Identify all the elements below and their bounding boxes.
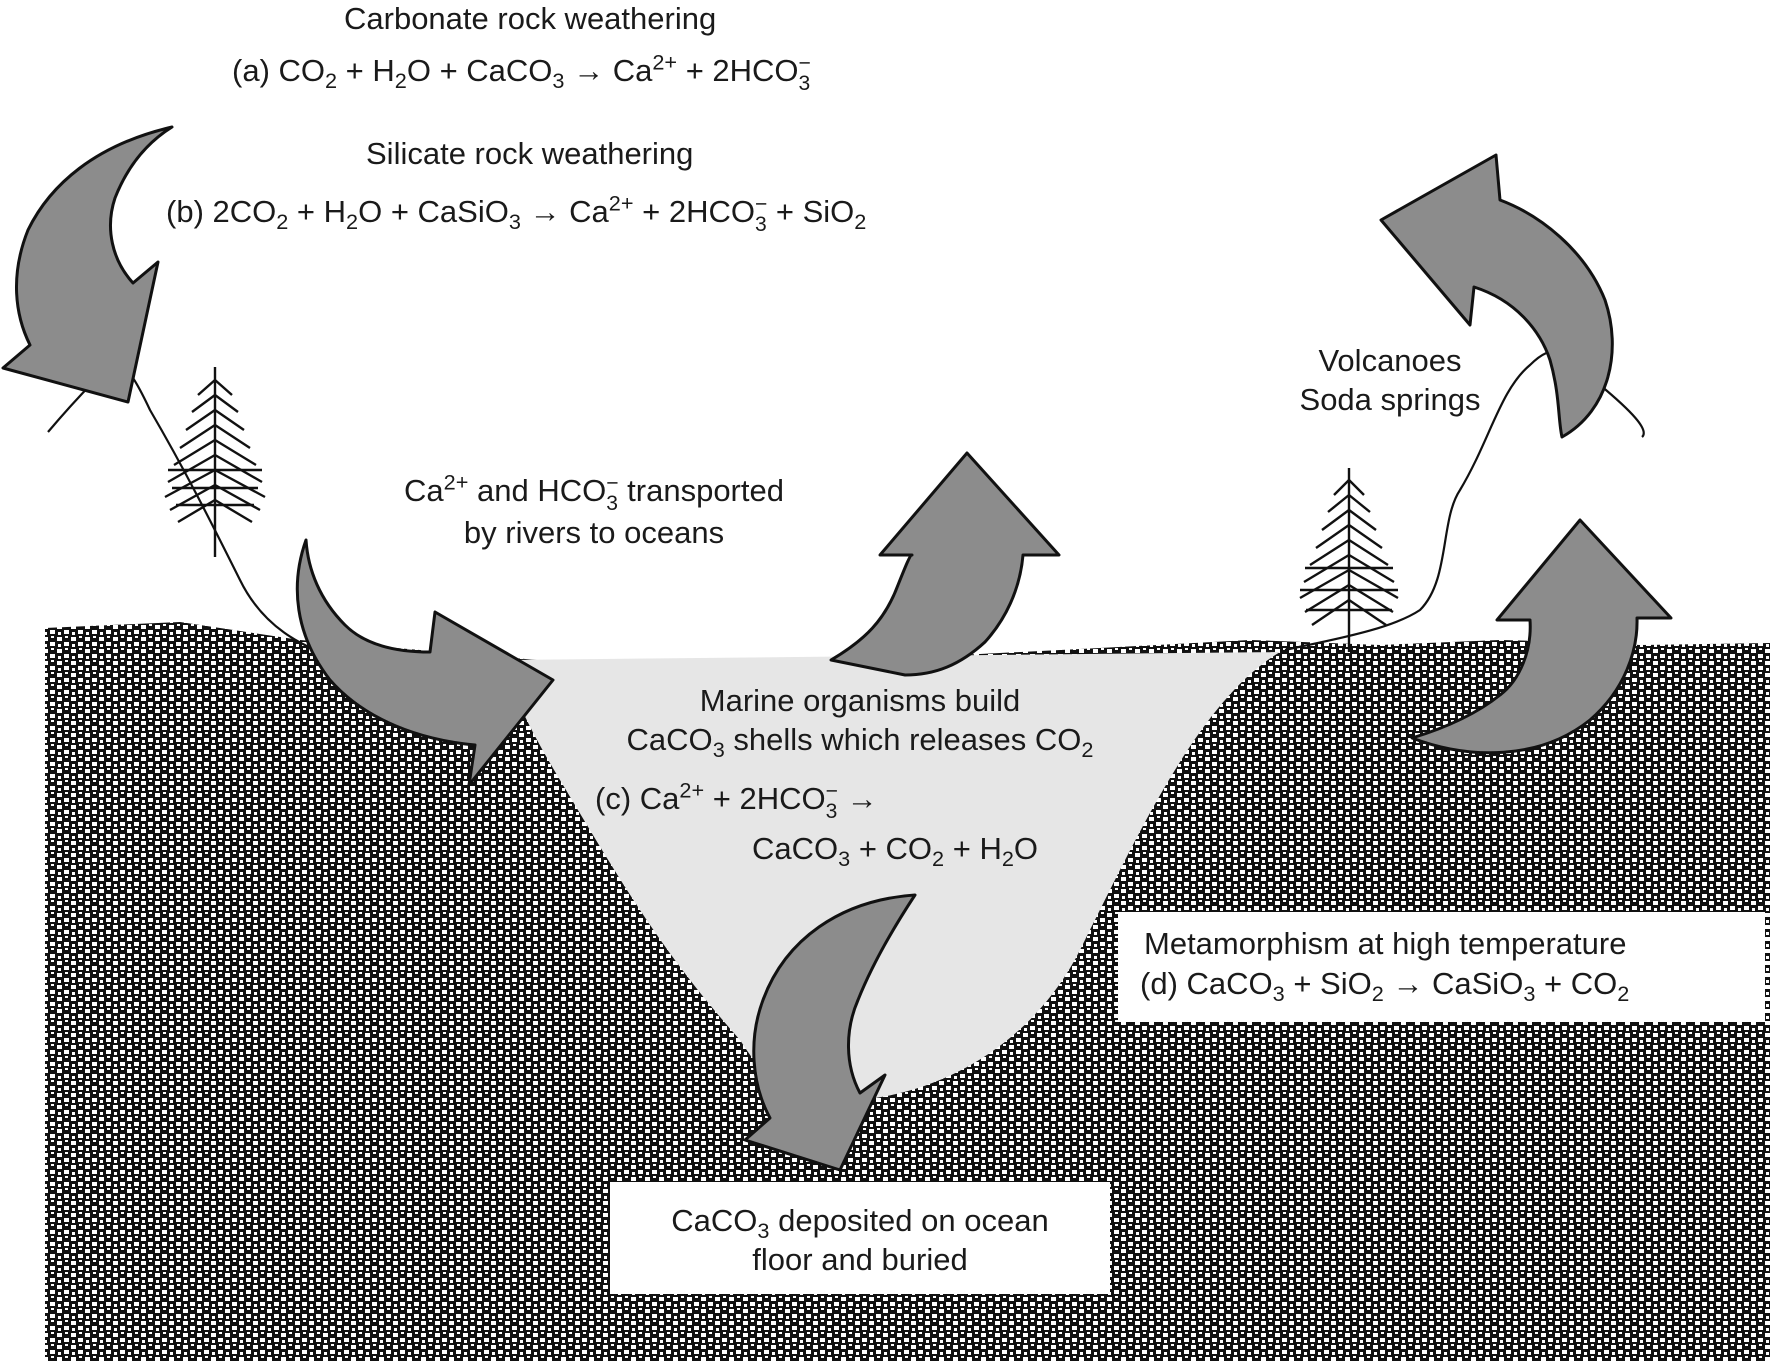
marine-equation-line-1: (c) Ca2+ + 2HCO−3 → <box>595 777 878 823</box>
curved-arrow-icon <box>295 538 555 787</box>
eq-sub: 2 <box>346 209 359 235</box>
marine-line-1: Marine organisms build <box>699 683 1021 718</box>
metamorphism-title: Metamorphism at high temperature <box>1144 926 1627 961</box>
deposit-sub: 3 <box>757 1218 770 1244</box>
eq-sub: 3 <box>552 68 565 94</box>
deposit-label: CaCO3 deposited on ocean floor and burie… <box>620 1202 1100 1280</box>
meta-eq-text: + SiO <box>1284 966 1372 1001</box>
marine-eq-sub: 2 <box>932 846 945 872</box>
curved-arrow-icon <box>829 451 1061 677</box>
rivers-text: and HCO <box>468 473 607 508</box>
marine-eq-text: O <box>1013 831 1039 866</box>
marine-line-2: CaCO3 shells which releases CO2 <box>590 721 1130 762</box>
marine-text: CaCO <box>626 721 713 757</box>
rivers-sup: 2+ <box>443 469 469 495</box>
volcano-line-2: Soda springs <box>1299 381 1481 417</box>
rivers-minus: − <box>606 471 619 495</box>
deposit-text: CaCO <box>671 1203 758 1238</box>
deposit-box <box>610 1182 1110 1294</box>
eq-sup: 2+ <box>608 190 634 216</box>
eq-text: → Ca <box>520 194 609 229</box>
curved-arrow-icon <box>1410 518 1673 755</box>
meta-eq-sub: 2 <box>1617 981 1630 1007</box>
eq-text: + 2HCO <box>633 194 755 229</box>
eq-text: + SiO <box>767 194 855 229</box>
curved-arrow-icon <box>743 893 917 1172</box>
rivers-text: Ca <box>404 473 444 508</box>
eq-stack: −3 <box>754 192 768 236</box>
marine-eq-text: + 2HCO <box>704 781 826 816</box>
eq-text: (b) 2CO <box>166 194 277 229</box>
deposit-line-2: floor and buried <box>752 1241 968 1277</box>
rivers-line-1: Ca2+ and HCO−3 transported <box>384 469 804 515</box>
marine-eq-three: 3 <box>825 799 838 823</box>
eq-sub: 2 <box>854 209 867 235</box>
rivers-text: transported <box>618 473 784 508</box>
rivers-label: Ca2+ and HCO−3 transported by rivers to … <box>384 469 804 553</box>
eq-sub: 3 <box>508 209 521 235</box>
eq-minus: − <box>754 192 768 216</box>
marine-sub: 2 <box>1081 736 1094 762</box>
silicate-title: Silicate rock weathering <box>366 136 694 171</box>
marine-eq-sub: 2 <box>1001 846 1014 872</box>
eq-sub: 2 <box>394 68 407 94</box>
eq-text: → Ca <box>564 53 653 88</box>
marine-eq-sub: 3 <box>838 846 851 872</box>
eq-sup: 2+ <box>652 49 678 75</box>
marine-eq-text: (c) Ca <box>595 781 680 816</box>
deposit-line-1: CaCO3 deposited on ocean <box>620 1202 1100 1244</box>
eq-text: + H <box>288 194 347 229</box>
tree-icon <box>164 367 266 557</box>
eq-three: 3 <box>798 71 811 95</box>
marine-eq-stack: −3 <box>825 779 838 823</box>
meta-eq-text: (d) CaCO <box>1140 966 1273 1001</box>
curved-arrow-icon <box>1379 153 1614 439</box>
marine-sub: 3 <box>712 736 725 762</box>
ocean-basin <box>505 652 1280 1101</box>
eq-sub: 2 <box>325 68 338 94</box>
eq-sub: 2 <box>276 209 289 235</box>
meta-eq-text: → CaSiO <box>1383 966 1524 1001</box>
marine-text: shells which releases CO <box>724 721 1082 757</box>
tree-icon <box>1299 468 1399 652</box>
marine-eq-text: + CO <box>850 831 933 866</box>
volcano-label: Volcanoes Soda springs <box>1280 342 1500 420</box>
rivers-three: 3 <box>606 491 618 515</box>
carbonate-equation: (a) CO2 + H2O + CaCO3 → Ca2+ + 2HCO−3 <box>232 49 811 95</box>
meta-eq-text: + CO <box>1535 966 1618 1001</box>
volcano-line-1: Volcanoes <box>1318 343 1462 378</box>
eq-text: + 2HCO <box>677 53 799 88</box>
eq-stack: −3 <box>798 51 811 95</box>
eq-minus: − <box>798 51 811 75</box>
eq-text: O + CaSiO <box>358 194 509 229</box>
marine-label: Marine organisms build CaCO3 shells whic… <box>590 682 1130 760</box>
rivers-line-2: by rivers to oceans <box>463 514 725 550</box>
marine-eq-text: + H <box>944 831 1002 866</box>
eq-text: (a) CO <box>232 53 325 88</box>
marine-eq-text: CaCO <box>752 831 839 866</box>
marine-equation-line-2: CaCO3 + CO2 + H2O <box>752 830 1039 872</box>
metamorphism-equation: (d) CaCO3 + SiO2 → CaSiO3 + CO2 <box>1140 965 1630 1007</box>
meta-eq-sub: 2 <box>1371 981 1384 1007</box>
curved-arrow-icon <box>1 125 174 404</box>
meta-eq-sub: 3 <box>1272 981 1285 1007</box>
deposit-text: deposited on ocean <box>769 1203 1049 1238</box>
metamorphism-box <box>1118 912 1765 1022</box>
carbonate-title: Carbonate rock weathering <box>344 1 717 36</box>
silicate-equation: (b) 2CO2 + H2O + CaSiO3 → Ca2+ + 2HCO−3 … <box>166 190 867 236</box>
marine-eq-text: → <box>837 781 878 816</box>
eq-text: + H <box>337 53 395 88</box>
rivers-stack: −3 <box>606 471 619 515</box>
marine-eq-sup: 2+ <box>679 777 705 803</box>
marine-eq-minus: − <box>825 779 838 803</box>
eq-three: 3 <box>754 212 767 236</box>
eq-text: O + CaCO <box>406 53 553 88</box>
meta-eq-sub: 3 <box>1523 981 1536 1007</box>
